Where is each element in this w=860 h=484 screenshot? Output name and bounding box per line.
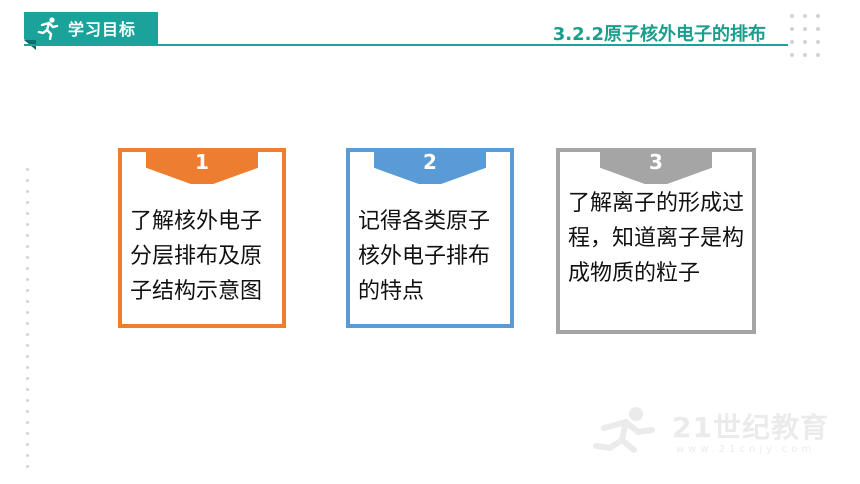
section-badge: 学习目标	[24, 12, 158, 44]
watermark-url: www.21cnjy.com	[676, 444, 816, 455]
decorative-dots	[790, 14, 820, 57]
badge-label: 学习目标	[68, 20, 137, 39]
header-divider	[24, 44, 788, 46]
card-number-tab: 1	[146, 148, 258, 184]
objective-card-3: 3 了解离子的形成过程，知道离子是构成物质的粒子	[556, 148, 756, 334]
card-text: 记得各类原子核外电子排布的特点	[358, 209, 491, 304]
objective-card-2: 2 记得各类原子核外电子排布的特点	[346, 148, 514, 328]
card-number-tab: 3	[600, 148, 712, 184]
watermark-brand: 21世纪教育	[672, 411, 829, 444]
card-number-tab: 2	[374, 148, 486, 184]
watermark-logo: 21世纪教育 www.21cnjy.com	[590, 402, 830, 462]
runner-icon	[37, 17, 59, 40]
objective-card-1: 1 了解核外电子分层排布及原子结构示意图	[118, 148, 286, 328]
decorative-dots-left	[26, 168, 30, 468]
card-text: 了解离子的形成过程，知道离子是构成物质的粒子	[568, 191, 745, 286]
lesson-title: 3.2.2原子核外电子的排布	[552, 24, 766, 45]
card-text: 了解核外电子分层排布及原子结构示意图	[130, 209, 263, 304]
watermark-runner-icon	[593, 407, 655, 453]
